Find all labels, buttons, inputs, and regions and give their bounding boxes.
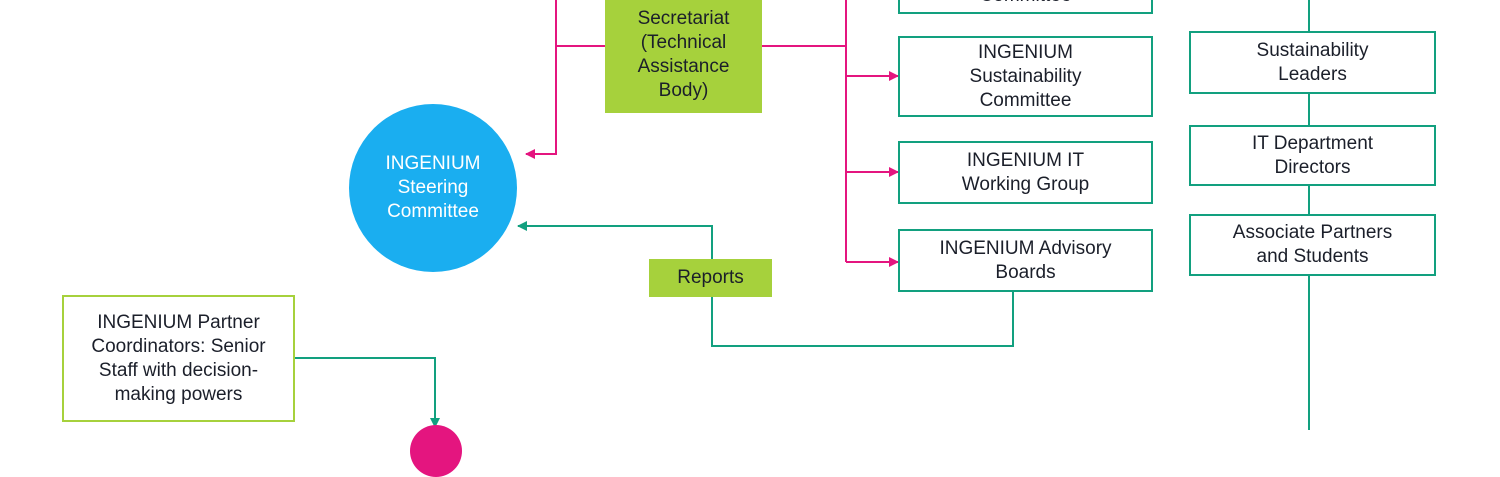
sustainability-leaders-box: Sustainability Leaders [1189, 31, 1436, 94]
steering-committee-circle: INGENIUM Steering Committee [349, 104, 517, 272]
partner-coordinators-label: INGENIUM Partner Coordinators: Senior St… [91, 311, 266, 405]
sustainability-committee-box: INGENIUM Sustainability Committee [898, 36, 1153, 117]
it-department-directors-box: IT Department Directors [1189, 125, 1436, 186]
it-working-group-box: INGENIUM IT Working Group [898, 141, 1153, 204]
connector-partner-coordinators-down [295, 357, 440, 428]
reports-label-box: Reports [649, 259, 772, 297]
reports-label: Reports [677, 267, 744, 288]
sustainability-leaders-label: Sustainability Leaders [1256, 39, 1369, 85]
it-working-group-label: INGENIUM IT Working Group [961, 149, 1090, 195]
advisory-boards-label: INGENIUM Advisory Boards [939, 237, 1112, 283]
it-department-directors-label: IT Department Directors [1251, 132, 1374, 178]
secretariat-box: Secretariat (Technical Assistance Body) [605, 0, 762, 113]
connector-reports-loop [517, 221, 1014, 347]
partner-coordinators-box: INGENIUM Partner Coordinators: Senior St… [62, 295, 295, 422]
advisory-boards-box: INGENIUM Advisory Boards [898, 229, 1153, 292]
bottom-magenta-circle [410, 425, 462, 477]
connector-secretariat-to-steering [526, 0, 606, 154]
steering-committee-label: INGENIUM Steering Committee [385, 153, 481, 222]
associate-partners-box: Associate Partners and Students [1189, 214, 1436, 276]
associate-partners-label: Associate Partners and Students [1232, 222, 1393, 267]
sustainability-committee-label: INGENIUM Sustainability Committee [969, 41, 1082, 111]
secretariat-label: Secretariat (Technical Assistance Body) [637, 7, 730, 101]
committee-top-label: Committee [980, 0, 1072, 8]
committee-top-box: Committee [898, 0, 1153, 14]
